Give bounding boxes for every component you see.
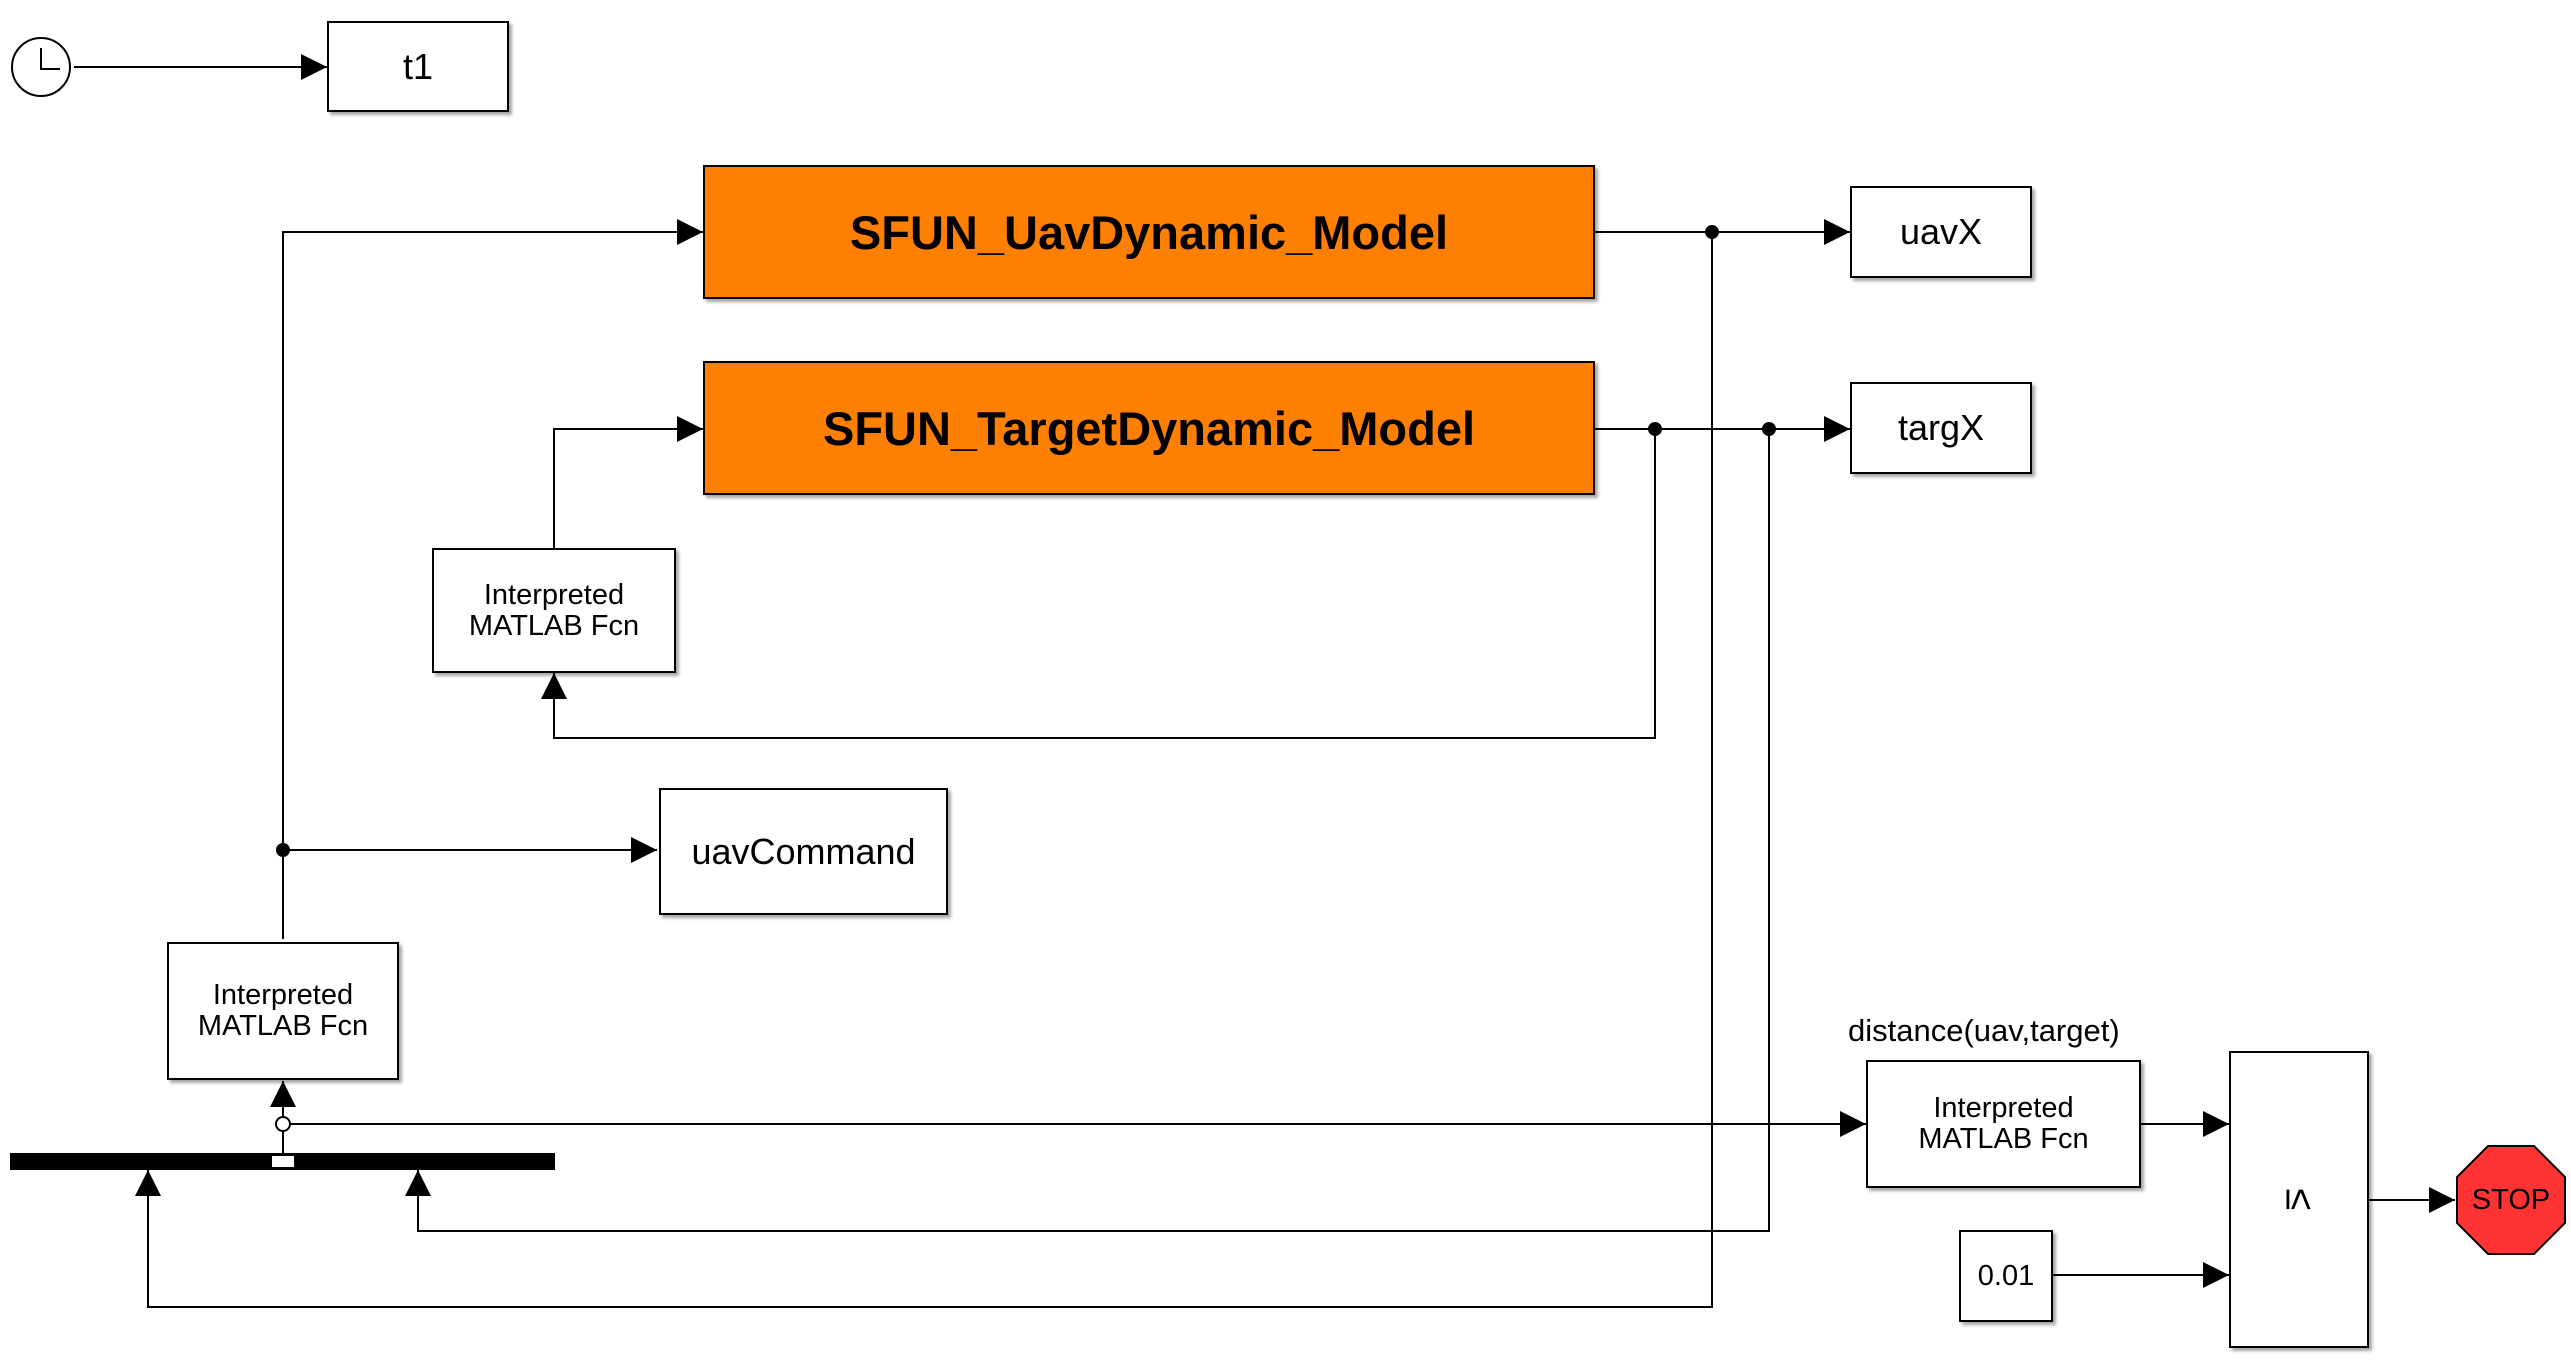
junction-dot xyxy=(1705,225,1719,239)
junction-dot xyxy=(1762,422,1776,436)
junction-dot xyxy=(1648,422,1662,436)
uav-dynamic-model-block[interactable]: SFUN_UavDynamic_Model xyxy=(703,165,1595,299)
stop-label: STOP xyxy=(2471,1183,2551,1216)
constant-block[interactable]: 0.01 xyxy=(1959,1230,2053,1322)
line-fcn-to-target-model xyxy=(553,416,703,548)
target-matlab-fcn-block[interactable]: Interpreted MATLAB Fcn xyxy=(432,548,676,673)
fcn-line2: MATLAB Fcn xyxy=(197,1010,369,1042)
fcn-line2: MATLAB Fcn xyxy=(1918,1123,2089,1155)
line-fcn-to-uav-model xyxy=(282,219,703,939)
fcn-line2: MATLAB Fcn xyxy=(468,609,640,642)
t1-block[interactable]: t1 xyxy=(327,21,509,112)
junction-dot xyxy=(275,1116,291,1132)
compare-symbol: ≤ xyxy=(2277,1188,2322,1211)
junction-dot xyxy=(276,843,290,857)
uavx-block[interactable]: uavX xyxy=(1850,186,2032,278)
compare-operator-block[interactable]: ≤ xyxy=(2229,1051,2369,1348)
targx-label: targX xyxy=(1897,407,1985,448)
bus-selector-tap xyxy=(270,1154,296,1169)
fcn-line1: Interpreted xyxy=(1933,1092,2074,1124)
stop-sign-icon xyxy=(2456,1145,2566,1255)
stop-block[interactable]: STOP xyxy=(2455,1144,2567,1256)
fcn-line1: Interpreted xyxy=(483,578,625,611)
uavx-label: uavX xyxy=(1899,211,1983,252)
distance-matlab-fcn-block[interactable]: Interpreted MATLAB Fcn xyxy=(1866,1060,2141,1188)
clock-icon xyxy=(11,37,71,97)
constant-value: 0.01 xyxy=(1977,1259,2035,1292)
line-target-feedback xyxy=(541,429,1656,739)
targx-block[interactable]: targX xyxy=(1850,382,2032,474)
uav-command-block[interactable]: uavCommand xyxy=(659,788,948,915)
target-dynamic-model-block[interactable]: SFUN_TargetDynamic_Model xyxy=(703,361,1595,495)
t1-label: t1 xyxy=(402,45,434,87)
fcn-line1: Interpreted xyxy=(212,979,354,1011)
clock-block[interactable] xyxy=(10,36,72,98)
uav-matlab-fcn-block[interactable]: Interpreted MATLAB Fcn xyxy=(167,942,399,1080)
line-targx-feedback xyxy=(405,429,1770,1232)
uav-command-label: uavCommand xyxy=(691,830,916,872)
target-model-label: SFUN_TargetDynamic_Model xyxy=(822,401,1476,455)
uav-model-label: SFUN_UavDynamic_Model xyxy=(849,205,1449,259)
distance-block-name: distance(uav,target) xyxy=(1848,1013,2120,1048)
line-uavx-feedback xyxy=(135,232,1713,1308)
